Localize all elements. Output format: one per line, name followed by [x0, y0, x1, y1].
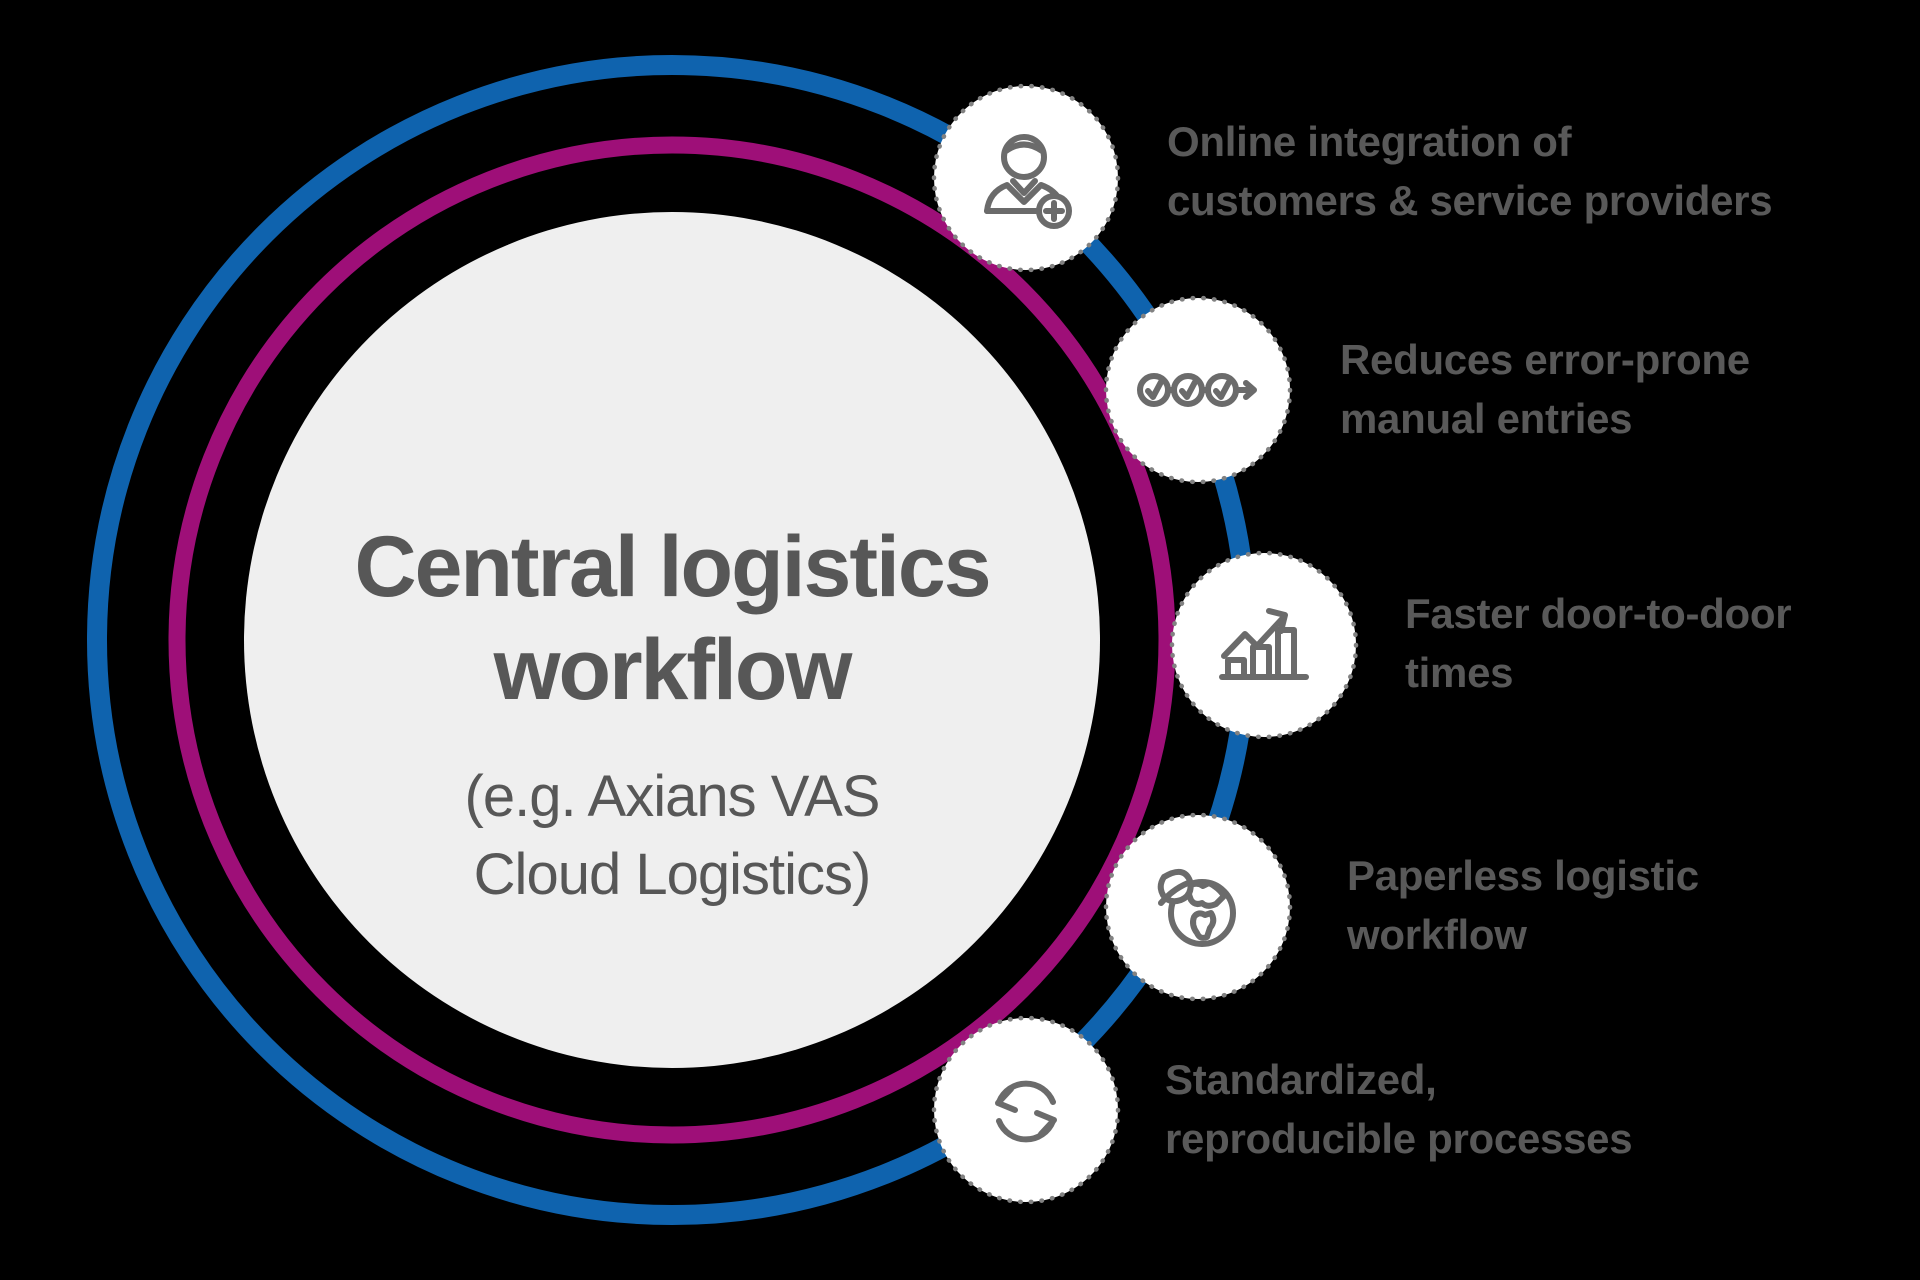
title-line: workflow: [493, 622, 853, 718]
benefit-label-paperless-workflow: Paperless logistic workflow: [1347, 846, 1699, 964]
growth-chart-icon: [1219, 608, 1309, 680]
benefit-label-line: Reduces error-prone: [1340, 336, 1750, 383]
benefit-label-faster-times: Faster door-to-door times: [1405, 584, 1792, 702]
benefit-label-line: reproducible processes: [1165, 1115, 1633, 1162]
center-text: Central logistics workflow (e.g. Axians …: [354, 516, 991, 914]
badge-graphic: [1169, 550, 1359, 740]
process-checks-icon: [1137, 373, 1257, 407]
user-add-icon: [984, 134, 1072, 229]
badge-graphic: [1103, 295, 1293, 485]
benefit-label-line: Standardized,: [1165, 1056, 1437, 1103]
badge-paperless-workflow: [1102, 811, 1294, 1003]
badge-dotted-circle: [1103, 295, 1293, 485]
badge-faster-times: [1168, 549, 1360, 741]
badge-graphic: [931, 1015, 1121, 1205]
benefit-label-line: Online integration of: [1167, 118, 1572, 165]
center-gray-circle: [244, 212, 1100, 1068]
badge-reduces-errors: [1102, 294, 1294, 486]
subtitle-line: (e.g. Axians VAS: [464, 764, 881, 829]
benefit-label-line: Faster door-to-door: [1405, 590, 1792, 637]
badge-online-integration: [930, 82, 1122, 274]
badge-dotted-circle: [931, 1015, 1121, 1205]
title-line: Central logistics: [354, 519, 991, 615]
inner-magenta-ring: [168, 136, 1176, 1144]
diagram-subtitle: (e.g. Axians VAS Cloud Logistics): [354, 758, 989, 914]
benefit-label-online-integration: Online integration of customers & servic…: [1167, 112, 1773, 230]
benefit-label-line: manual entries: [1340, 395, 1633, 442]
badge-graphic: [931, 83, 1121, 273]
benefit-label-line: Paperless logistic: [1347, 852, 1699, 899]
eco-globe-icon: [1157, 868, 1236, 947]
diagram-title: Central logistics workflow: [354, 516, 991, 722]
benefit-label-reduces-errors: Reduces error-prone manual entries: [1340, 330, 1750, 448]
benefit-label-line: workflow: [1347, 911, 1527, 958]
badge-standardized-processes: [930, 1014, 1122, 1206]
benefit-label-standardized-processes: Standardized, reproducible processes: [1165, 1050, 1633, 1168]
cycle-arrows-icon: [995, 1080, 1057, 1143]
badge-graphic: [1103, 812, 1293, 1002]
subtitle-line: Cloud Logistics): [473, 842, 872, 907]
benefit-label-line: times: [1405, 649, 1514, 696]
benefit-label-line: customers & service providers: [1167, 177, 1773, 224]
